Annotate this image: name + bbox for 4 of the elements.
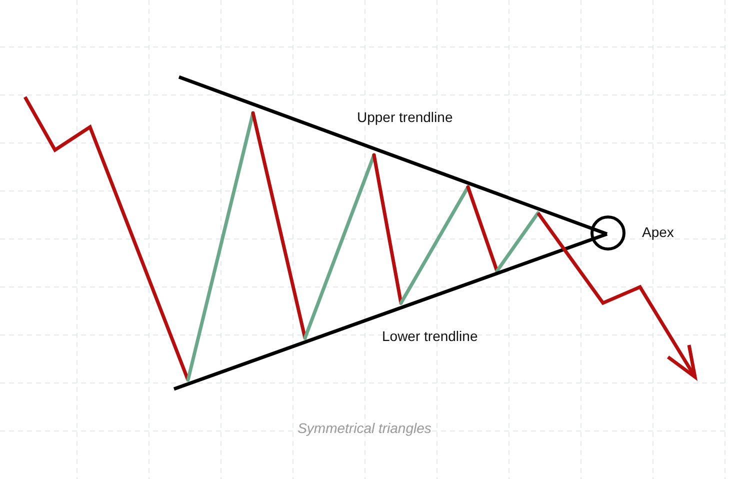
pattern-label: Upper trendline — [357, 108, 453, 127]
chart-caption: Symmetrical triangles — [298, 419, 432, 438]
pattern-label: Lower trendline — [382, 327, 478, 346]
pattern-label: Apex — [642, 223, 674, 242]
